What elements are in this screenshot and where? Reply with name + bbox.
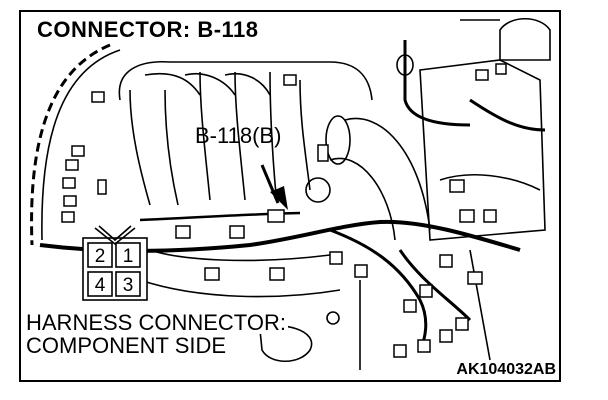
pin-2: 2 <box>95 246 106 267</box>
right-component <box>419 59 546 241</box>
manifold-top <box>118 60 373 101</box>
runner-6 <box>299 79 311 191</box>
harness-label-line1: HARNESS CONNECTOR: <box>24 310 288 335</box>
diagram-title: CONNECTOR: B-118 <box>34 18 262 42</box>
runner-1 <box>129 89 151 206</box>
runner-2 <box>164 89 179 206</box>
left-harness <box>41 49 121 241</box>
pin-4: 4 <box>95 275 106 296</box>
runner-5 <box>269 71 277 196</box>
harness-label-line2: COMPONENT SIDE <box>24 333 229 358</box>
b118-connector <box>267 209 285 223</box>
pin-face: 2 1 4 3 <box>82 225 148 301</box>
pin-1: 1 <box>123 246 134 267</box>
duct-top <box>344 117 431 231</box>
runner-3 <box>199 71 211 201</box>
pin-3: 3 <box>123 275 134 296</box>
callout-label: B-118(B) <box>195 123 282 148</box>
runner-4 <box>234 71 246 201</box>
figure-code: AK104032AB <box>454 361 558 378</box>
